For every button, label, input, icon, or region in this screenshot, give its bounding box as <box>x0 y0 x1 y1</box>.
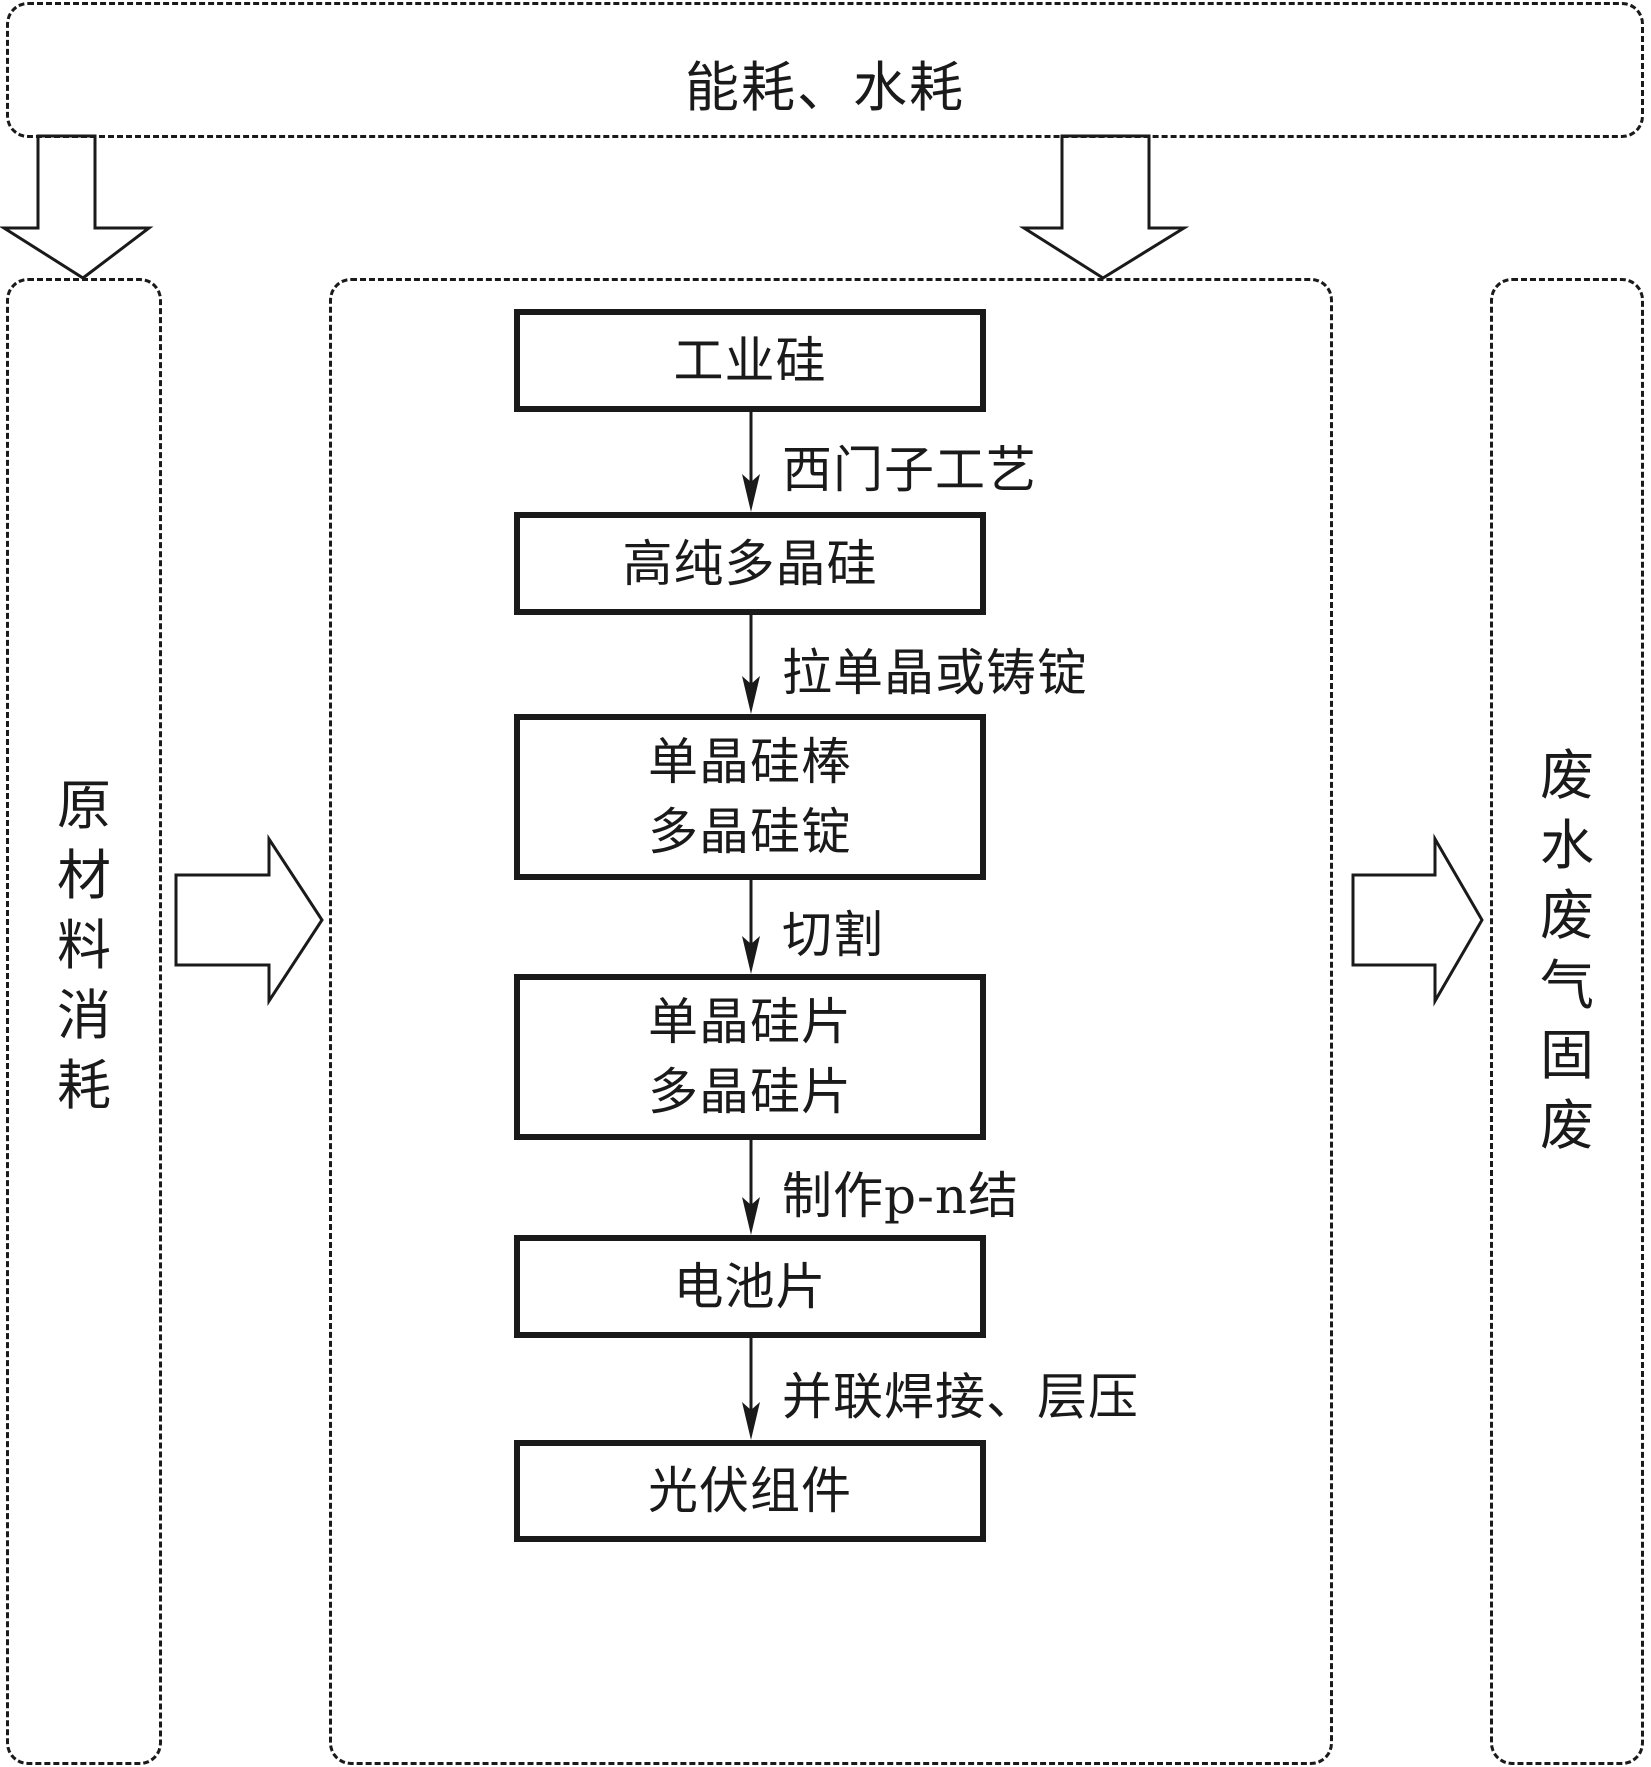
raw-material-label-char: 料 <box>57 914 111 977</box>
process-node-label: 多晶硅锭 <box>648 803 852 861</box>
flow-arrowhead-icon <box>742 1402 760 1440</box>
waste-label-char: 水 <box>1540 814 1594 877</box>
waste-label-char: 气 <box>1540 954 1594 1017</box>
raw-material-label-char: 原 <box>57 774 111 837</box>
process-node-label: 光伏组件 <box>648 1462 852 1520</box>
process-node-label: 高纯多晶硅 <box>622 534 878 593</box>
raw-material-label-char: 耗 <box>57 1054 111 1117</box>
process-node-label: 电池片 <box>673 1257 827 1316</box>
process-node: 光伏组件 <box>514 1440 986 1542</box>
process-node: 单晶硅棒多晶硅锭 <box>514 714 986 880</box>
process-step-label: 切割 <box>782 906 884 964</box>
process-node: 电池片 <box>514 1235 986 1338</box>
raw-material-label: 原材料消耗 <box>9 771 159 1121</box>
down-block-arrow-left <box>0 134 154 280</box>
process-node-label: 多晶硅片 <box>648 1063 852 1121</box>
energy-water-label: 能耗、水耗 <box>685 56 965 119</box>
flow-arrowhead-icon <box>742 474 760 512</box>
waste-label-char: 固 <box>1540 1024 1594 1087</box>
down-block-arrow-center <box>1018 134 1190 280</box>
flow-arrowhead-icon <box>742 1197 760 1235</box>
flow-arrowhead-icon <box>742 676 760 714</box>
process-step-label: 并联焊接、层压 <box>782 1368 1139 1426</box>
raw-material-label-char: 材 <box>57 844 111 907</box>
waste-label-char: 废 <box>1540 884 1594 947</box>
waste-label-char: 废 <box>1540 744 1594 807</box>
right-block-arrow-left <box>174 833 324 1007</box>
process-node: 单晶硅片多晶硅片 <box>514 974 986 1140</box>
raw-material-consumption-box: 原材料消耗 <box>6 278 162 1765</box>
process-node-label: 工业硅 <box>673 331 827 390</box>
energy-water-consumption-box: 能耗、水耗 <box>6 2 1644 138</box>
process-step-label: 西门子工艺 <box>782 441 1037 499</box>
waste-label: 废水废气固废 <box>1493 741 1641 1161</box>
waste-label-char: 废 <box>1540 1094 1594 1157</box>
process-node: 高纯多晶硅 <box>514 512 986 615</box>
raw-material-label-char: 消 <box>57 984 111 1047</box>
process-node-label: 单晶硅片 <box>648 993 852 1051</box>
process-container <box>329 278 1333 1765</box>
process-step-label: 拉单晶或铸锭 <box>782 643 1088 702</box>
process-node-label: 单晶硅棒 <box>648 733 852 791</box>
process-node: 工业硅 <box>514 309 986 412</box>
right-block-arrow-right <box>1351 833 1484 1007</box>
process-step-label: 制作p-n结 <box>782 1166 1020 1225</box>
waste-output-box: 废水废气固废 <box>1490 278 1644 1765</box>
flow-arrowhead-icon <box>742 936 760 974</box>
